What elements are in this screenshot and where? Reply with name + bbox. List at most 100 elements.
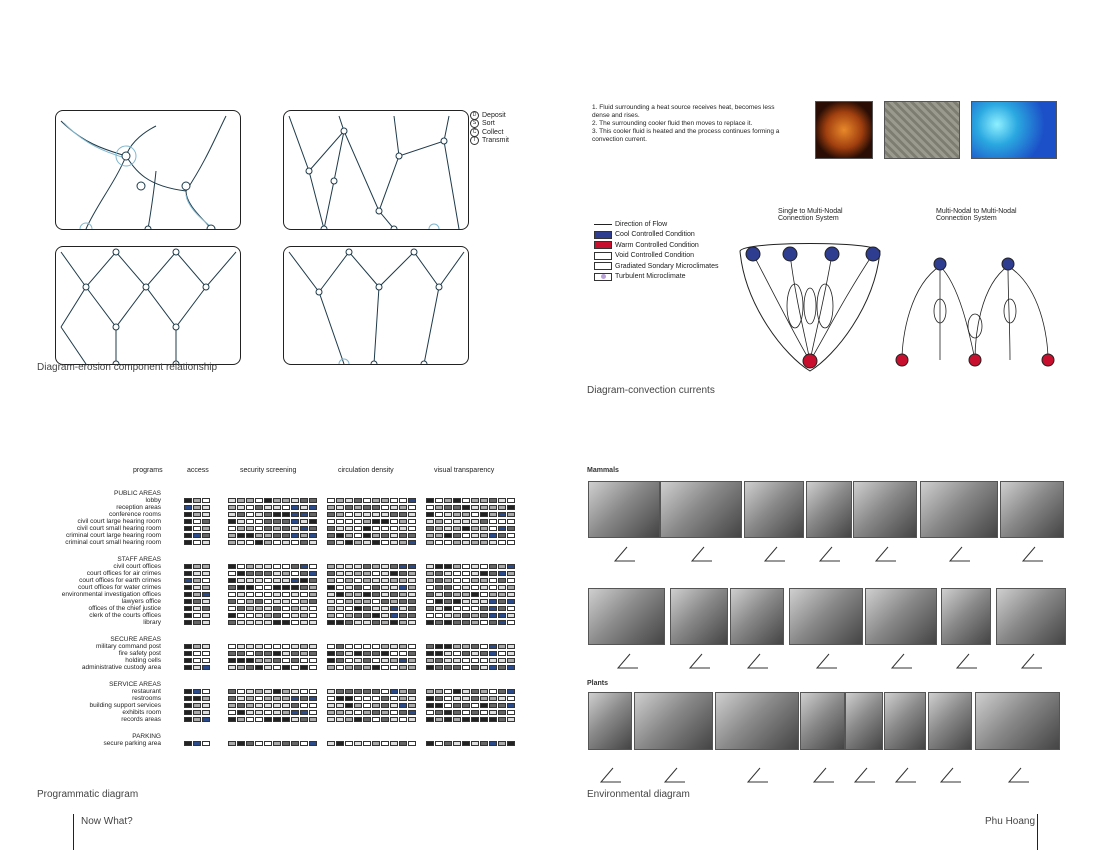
specimen-photo bbox=[853, 481, 917, 538]
rating-row bbox=[426, 689, 516, 695]
program-row-label: library bbox=[143, 619, 161, 626]
rating-row bbox=[228, 592, 318, 598]
rating-row bbox=[327, 498, 417, 504]
erosion-drawing-2 bbox=[288, 115, 460, 235]
rating-row bbox=[184, 592, 211, 598]
arrow-line-icon bbox=[594, 223, 612, 225]
program-row-label: clerk of the courts offices bbox=[89, 612, 161, 619]
convection-notes: 1. Fluid surrounding a heat source recei… bbox=[592, 104, 802, 144]
rating-row bbox=[327, 689, 417, 695]
rating-row bbox=[327, 703, 417, 709]
rating-row bbox=[426, 696, 516, 702]
angle-sketch bbox=[690, 546, 712, 562]
specimen-photo bbox=[670, 588, 728, 645]
note-line: 2. The surrounding cooler fluid then mov… bbox=[592, 120, 753, 127]
rating-row bbox=[426, 571, 516, 577]
multi-to-multi-nodal-diagram bbox=[895, 257, 1055, 367]
specimen-photo bbox=[845, 692, 883, 750]
rating-row bbox=[184, 665, 211, 671]
rating-row bbox=[184, 613, 211, 619]
rating-row bbox=[228, 571, 318, 577]
angle-sketch bbox=[948, 546, 970, 562]
rating-row bbox=[327, 696, 417, 702]
rating-row bbox=[228, 613, 318, 619]
rating-row bbox=[426, 620, 516, 626]
rating-row bbox=[184, 620, 211, 626]
rating-row bbox=[228, 689, 318, 695]
specimen-photo bbox=[789, 588, 863, 645]
diagram1-title: Single to Multi-Nodal Connection System bbox=[778, 208, 843, 222]
convection-caption: Diagram-convection currents bbox=[587, 385, 715, 396]
group-title: PUBLIC AREAS bbox=[114, 490, 161, 497]
rating-row bbox=[327, 585, 417, 591]
rating-row bbox=[327, 620, 417, 626]
rating-row bbox=[228, 585, 318, 591]
angle-sketch bbox=[939, 767, 961, 783]
rating-row bbox=[184, 512, 211, 518]
program-row-label: court offices for earth crimes bbox=[79, 577, 161, 584]
angle-sketch bbox=[616, 653, 638, 669]
angle-sketch bbox=[894, 767, 916, 783]
rating-row bbox=[228, 533, 318, 539]
rating-row bbox=[228, 606, 318, 612]
specimen-photo bbox=[806, 481, 852, 538]
rating-row bbox=[426, 703, 516, 709]
erosion-drawing-3 bbox=[60, 248, 237, 368]
rating-row bbox=[327, 512, 417, 518]
rating-row bbox=[228, 505, 318, 511]
turbulent-swatch bbox=[594, 272, 612, 281]
rating-row bbox=[426, 585, 516, 591]
rating-row bbox=[426, 526, 516, 532]
specimen-photo bbox=[800, 692, 845, 750]
rating-row bbox=[184, 710, 211, 716]
angle-sketch bbox=[688, 653, 710, 669]
single-to-multi-nodal-diagram bbox=[739, 243, 881, 372]
program-row-label: court offices for water crimes bbox=[78, 584, 161, 591]
program-row-label: criminal court small hearing room bbox=[65, 539, 161, 546]
column-header: circulation density bbox=[338, 467, 394, 474]
rating-row bbox=[184, 564, 211, 570]
transmit-icon: T bbox=[470, 136, 479, 146]
angle-sketch bbox=[818, 546, 840, 562]
rating-row bbox=[327, 592, 417, 598]
rating-row bbox=[228, 564, 318, 570]
program-row-label: civil court small hearing room bbox=[76, 525, 161, 532]
legend-gradiated: Gradiated Sondary Microclimates bbox=[594, 261, 719, 272]
specimen-photo bbox=[865, 588, 937, 645]
legend-label: Transmit bbox=[482, 137, 509, 145]
rating-row bbox=[228, 703, 318, 709]
erosion-caption: Diagram-erosion component relationship bbox=[37, 362, 218, 373]
warm-swatch bbox=[594, 241, 612, 250]
rating-row bbox=[426, 710, 516, 716]
legend-label: Warm Controlled Condition bbox=[615, 241, 699, 249]
note-line: 3. This cooler fluid is heated and the p… bbox=[592, 128, 780, 135]
rating-row bbox=[426, 564, 516, 570]
rating-row bbox=[228, 599, 318, 605]
specimen-photo bbox=[941, 588, 991, 645]
plants-label: Plants bbox=[587, 680, 609, 687]
legend-label: Deposit bbox=[482, 111, 506, 119]
footer-left-rule bbox=[73, 814, 74, 850]
rating-row bbox=[184, 658, 211, 664]
group-title: STAFF AREAS bbox=[117, 556, 161, 563]
convection-simulation-image bbox=[971, 101, 1057, 159]
rating-row bbox=[327, 519, 417, 525]
legend-label: Void Controlled Condition bbox=[615, 252, 694, 260]
rating-row bbox=[184, 505, 211, 511]
program-row-label: holding cells bbox=[125, 657, 161, 664]
rating-row bbox=[228, 651, 318, 657]
rating-row bbox=[228, 696, 318, 702]
erosion-panel-3 bbox=[55, 246, 241, 368]
angle-sketch bbox=[874, 546, 896, 562]
angle-sketch bbox=[599, 767, 621, 783]
rating-row bbox=[184, 578, 211, 584]
rating-row bbox=[184, 689, 211, 695]
rating-row bbox=[327, 658, 417, 664]
column-header: visual transparency bbox=[434, 467, 495, 474]
rating-row bbox=[228, 741, 318, 747]
erosion-panel-2 bbox=[283, 110, 469, 235]
rating-row bbox=[228, 512, 318, 518]
program-row-label: military command post bbox=[95, 643, 161, 650]
gradiated-swatch bbox=[594, 262, 612, 271]
